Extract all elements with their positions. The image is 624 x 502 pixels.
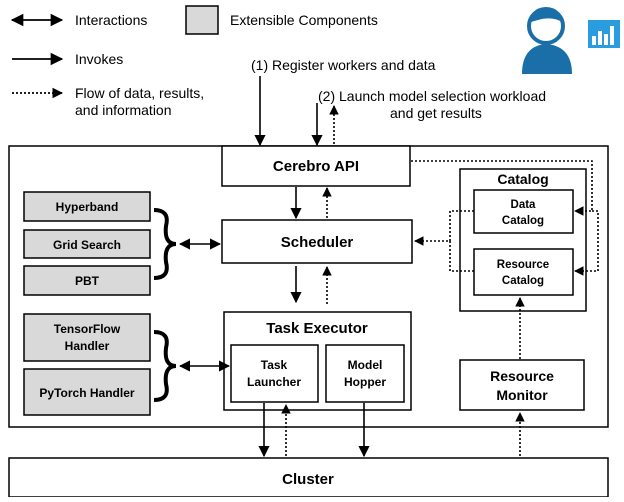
resource-catalog-label-2: Catalog xyxy=(502,275,544,287)
data-catalog-label-2: Catalog xyxy=(502,215,544,227)
grid-search-label: Grid Search xyxy=(53,238,121,252)
resource-catalog-box xyxy=(473,248,574,296)
scheduler-label: Scheduler xyxy=(281,234,354,251)
legend-extensible-swatch xyxy=(185,5,219,35)
model-hopper-label-1: Model xyxy=(348,358,383,372)
step-2-label-1: (2) Launch model selection workload xyxy=(318,88,546,104)
resource-catalog-to-scheduler-flow xyxy=(449,241,474,272)
legend-extensible-label: Extensible Components xyxy=(230,12,378,28)
catalog-label: Catalog xyxy=(497,171,548,187)
tensorflow-handler-label-1: TensorFlow xyxy=(54,322,121,336)
bar-chart-icon xyxy=(588,20,620,48)
scheduler-brace xyxy=(153,208,177,280)
cluster-label: Cluster xyxy=(282,471,334,488)
step-2-label-2: and get results xyxy=(390,105,482,121)
data-catalog-box xyxy=(473,189,574,234)
grid-search-box xyxy=(23,229,151,259)
data-catalog-to-scheduler-flow xyxy=(414,210,474,246)
resource-catalog-label-1: Resource xyxy=(497,259,549,271)
model-hopper-box xyxy=(325,344,405,403)
pbt-box xyxy=(23,265,151,296)
resource-monitor-label-2: Monitor xyxy=(496,387,548,403)
resource-monitor-box xyxy=(459,359,585,411)
legend-interactions-label: Interactions xyxy=(75,12,147,28)
pytorch-handler-label: PyTorch Handler xyxy=(39,386,134,400)
handler-brace xyxy=(153,330,177,402)
task-launcher-label-1: Task xyxy=(261,358,288,372)
hyperband-box xyxy=(23,191,151,222)
legend-invokes-label: Invokes xyxy=(75,51,123,67)
cluster-box xyxy=(8,457,609,498)
task-executor-label: Task Executor xyxy=(266,320,368,337)
resource-monitor-label-1: Resource xyxy=(490,368,554,384)
cerebro-api-label: Cerebro API xyxy=(273,158,359,175)
data-catalog-label-1: Data xyxy=(511,199,537,211)
task-launcher-box xyxy=(230,344,319,403)
hyperband-label: Hyperband xyxy=(56,200,119,214)
user-icon xyxy=(522,7,572,74)
scheduler-box xyxy=(221,219,413,264)
step-1-label: (1) Register workers and data xyxy=(251,57,436,73)
pytorch-handler-box xyxy=(23,368,151,416)
model-hopper-label-2: Hopper xyxy=(344,375,386,389)
api-to-data-catalog-flow xyxy=(411,160,593,216)
pbt-label: PBT xyxy=(75,274,100,288)
legend: Interactions Extensible Components Invok… xyxy=(10,5,378,118)
api-to-resource-catalog-flow xyxy=(574,210,599,276)
tensorflow-handler-label-2: Handler xyxy=(65,339,110,353)
cerebro-api-box xyxy=(221,145,411,187)
task-launcher-label-2: Launcher xyxy=(247,375,301,389)
tensorflow-handler-box xyxy=(23,313,151,362)
legend-flow-label-2: and information xyxy=(75,102,172,118)
legend-flow-label-1: Flow of data, results, xyxy=(75,85,204,101)
